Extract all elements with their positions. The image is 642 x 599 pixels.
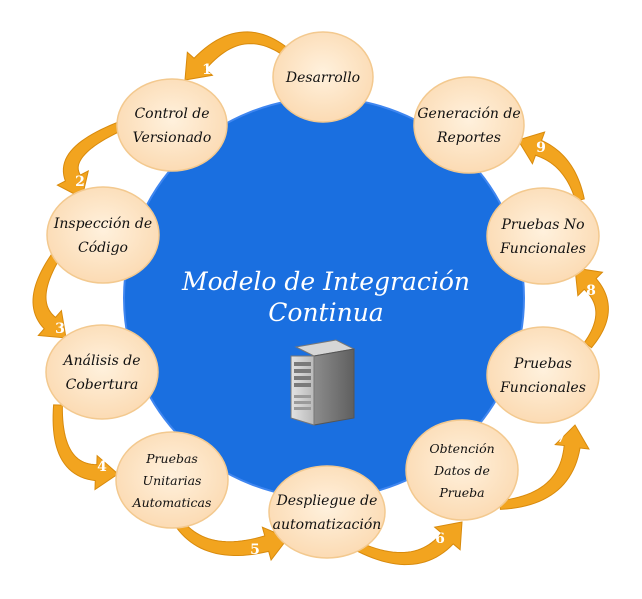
node-analisis-cobertura: Análisis de Cobertura: [45, 324, 159, 420]
flow-arrow-1: 1: [184, 31, 287, 81]
arrow-number: 7: [556, 430, 566, 446]
flow-arrow-6: 6: [352, 521, 463, 566]
node-label-line: Unitarias: [143, 473, 202, 488]
node-label-line: Análisis de: [62, 353, 141, 369]
node-label-line: Inspección de: [53, 216, 152, 232]
node-bubble: [268, 465, 386, 559]
flow-arrow-3: 3: [32, 246, 67, 339]
node-label-line: Pruebas No: [500, 217, 584, 233]
node-label-line: Desarrollo: [285, 70, 360, 86]
arrow-shape: [32, 246, 67, 339]
diagram-title-line2: Continua: [268, 298, 383, 327]
arrow-shape: [352, 521, 463, 566]
server-tower-icon: [290, 339, 356, 426]
arrow-shape: [517, 131, 585, 202]
arrow-number: 5: [250, 542, 260, 558]
node-bubble: [116, 78, 228, 172]
arrow-number: 9: [536, 140, 546, 156]
node-label-line: Automaticas: [132, 495, 212, 510]
arrow-shape: [499, 424, 590, 510]
diagram-title-line1: Modelo de Integración: [181, 267, 470, 296]
node-label-line: Reportes: [436, 130, 501, 146]
arrow-layer: 1 2 3 4 5 6 7 8 9: [32, 31, 609, 566]
node-bubble: [413, 76, 525, 174]
node-label-line: Obtención: [429, 441, 494, 456]
node-pruebas-no-funcionales: Pruebas No Funcionales: [486, 187, 600, 285]
node-label-line: Funcionales: [499, 241, 586, 257]
node-bubble: [45, 324, 159, 420]
flow-arrow-2: 2: [56, 118, 131, 199]
arrow-number: 3: [55, 321, 65, 337]
node-label-line: Funcionales: [499, 380, 586, 396]
arrow-number: 8: [586, 283, 596, 299]
node-label-line: Versionado: [133, 130, 212, 146]
flow-arrow-9: 9: [517, 131, 585, 202]
node-label-line: Prueba: [438, 485, 484, 500]
node-bubble: [272, 31, 374, 123]
node-label-line: Datos de: [433, 463, 490, 478]
arrow-shape: [56, 118, 131, 199]
arrow-number: 2: [75, 174, 85, 190]
node-bubble: [486, 187, 600, 285]
node-label-line: Pruebas: [145, 451, 198, 466]
arrow-number: 1: [202, 62, 212, 78]
node-label-line: Cobertura: [66, 377, 139, 393]
node-bubble: [46, 186, 160, 284]
flow-arrow-7: 7: [499, 424, 590, 510]
node-label-line: Despliegue de: [276, 493, 378, 509]
node-label-line: Control de: [134, 106, 209, 122]
arrow-number: 4: [97, 459, 107, 475]
node-bubble: [405, 419, 519, 521]
node-label-line: Pruebas: [513, 356, 572, 372]
node-label-line: automatización: [273, 517, 382, 533]
flow-arrow-8: 8: [574, 267, 609, 349]
node-desarrollo: Desarrollo: [272, 31, 374, 123]
node-bubble: [486, 326, 600, 424]
node-control-versionado: Control de Versionado: [116, 78, 228, 172]
node-inspeccion-codigo: Inspección de Código: [46, 186, 160, 284]
flow-arrow-4: 4: [52, 404, 119, 491]
node-despliegue: Despliegue de automatización: [268, 465, 386, 559]
node-bubble: [115, 431, 229, 529]
node-label-line: Código: [78, 240, 128, 256]
node-generacion-reportes: Generación de Reportes: [413, 76, 525, 174]
arrow-shape: [52, 404, 119, 491]
arrow-shape: [184, 31, 287, 81]
arrow-number: 6: [435, 531, 445, 547]
node-label-line: Generación de: [417, 106, 520, 122]
arrow-shape: [574, 267, 609, 349]
